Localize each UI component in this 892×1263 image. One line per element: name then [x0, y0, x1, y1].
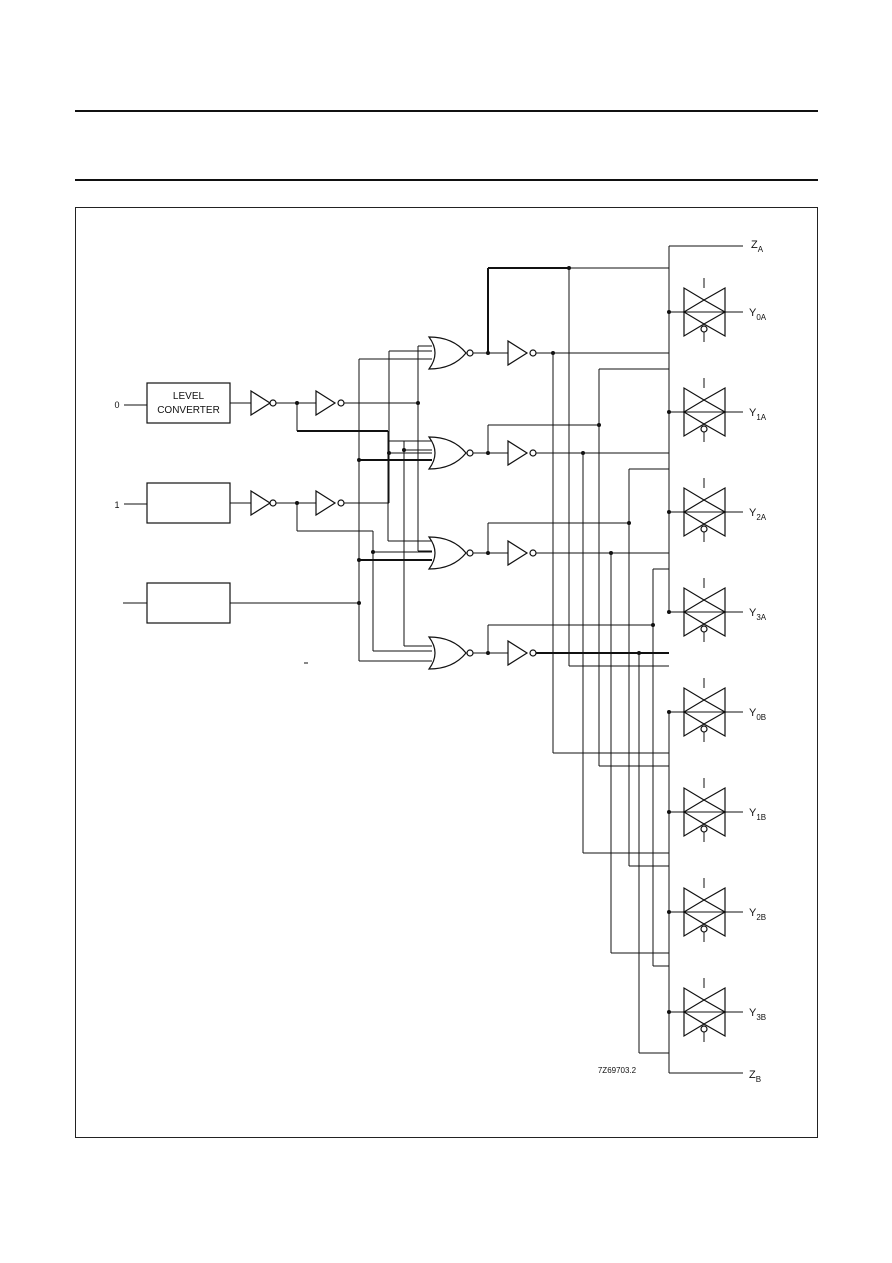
nor-gate-2: [427, 536, 474, 570]
nor-gate-3: [427, 636, 474, 670]
input-label-d: 0: [114, 400, 119, 410]
input-block-3: [146, 582, 231, 624]
bubble-e-2: [337, 499, 345, 507]
header-rule-top: [75, 110, 818, 112]
logic-diagram: LEVEL CONVERTER 0 1: [114, 239, 767, 1084]
output-inverter-1: [507, 439, 537, 467]
transmission-gate-1a: Y1A: [667, 378, 767, 442]
bubble-e-1: [269, 499, 277, 507]
transmission-gate-2b: Y2B: [667, 878, 766, 942]
transmission-gate-3b: Y3B: [667, 978, 766, 1042]
nor-gate-1: [427, 436, 474, 470]
nor-gate-0: [427, 336, 474, 370]
level-converter-block: LEVEL CONVERTER: [146, 382, 231, 424]
bubble-d-1: [269, 399, 277, 407]
output-label-3a: Y3A: [749, 607, 767, 622]
transmission-gate-0a: Y0A: [667, 278, 767, 342]
output-inverter-0: [507, 339, 537, 367]
transmission-gate-0b: Y0B: [667, 678, 766, 742]
output-label-0a: Y0A: [749, 307, 767, 322]
transmission-gate-1b: Y1B: [667, 778, 766, 842]
logic-diagram-frame: LEVEL CONVERTER 0 1: [75, 207, 818, 1138]
buffer-d-1: [250, 389, 272, 417]
zb-label: ZB: [749, 1069, 761, 1084]
output-label-1b: Y1B: [749, 807, 766, 822]
bubble-d-2: [337, 399, 345, 407]
output-label-3b: Y3B: [749, 1007, 766, 1022]
input-label-e: 1: [114, 500, 119, 510]
buffer-e-1: [250, 489, 272, 517]
output-inverter-2: [507, 539, 537, 567]
header-rule-bottom: [75, 179, 818, 181]
level-converter-label-1: LEVEL: [173, 391, 205, 402]
output-label-1a: Y1A: [749, 407, 767, 422]
transmission-gate-3a: Y3A: [667, 578, 767, 642]
za-label: ZA: [751, 239, 764, 254]
output-label-0b: Y0B: [749, 707, 766, 722]
output-inverter-3: [507, 639, 537, 667]
output-label-2b: Y2B: [749, 907, 766, 922]
input-block-2: [146, 482, 231, 524]
buffer-d-2: [315, 389, 337, 417]
figure-code: 7Z69703.2: [598, 1066, 637, 1075]
level-converter-label-2: CONVERTER: [157, 405, 220, 416]
buffer-e-2: [315, 489, 337, 517]
transmission-gate-2a: Y2A: [667, 478, 767, 542]
output-label-2a: Y2A: [749, 507, 767, 522]
